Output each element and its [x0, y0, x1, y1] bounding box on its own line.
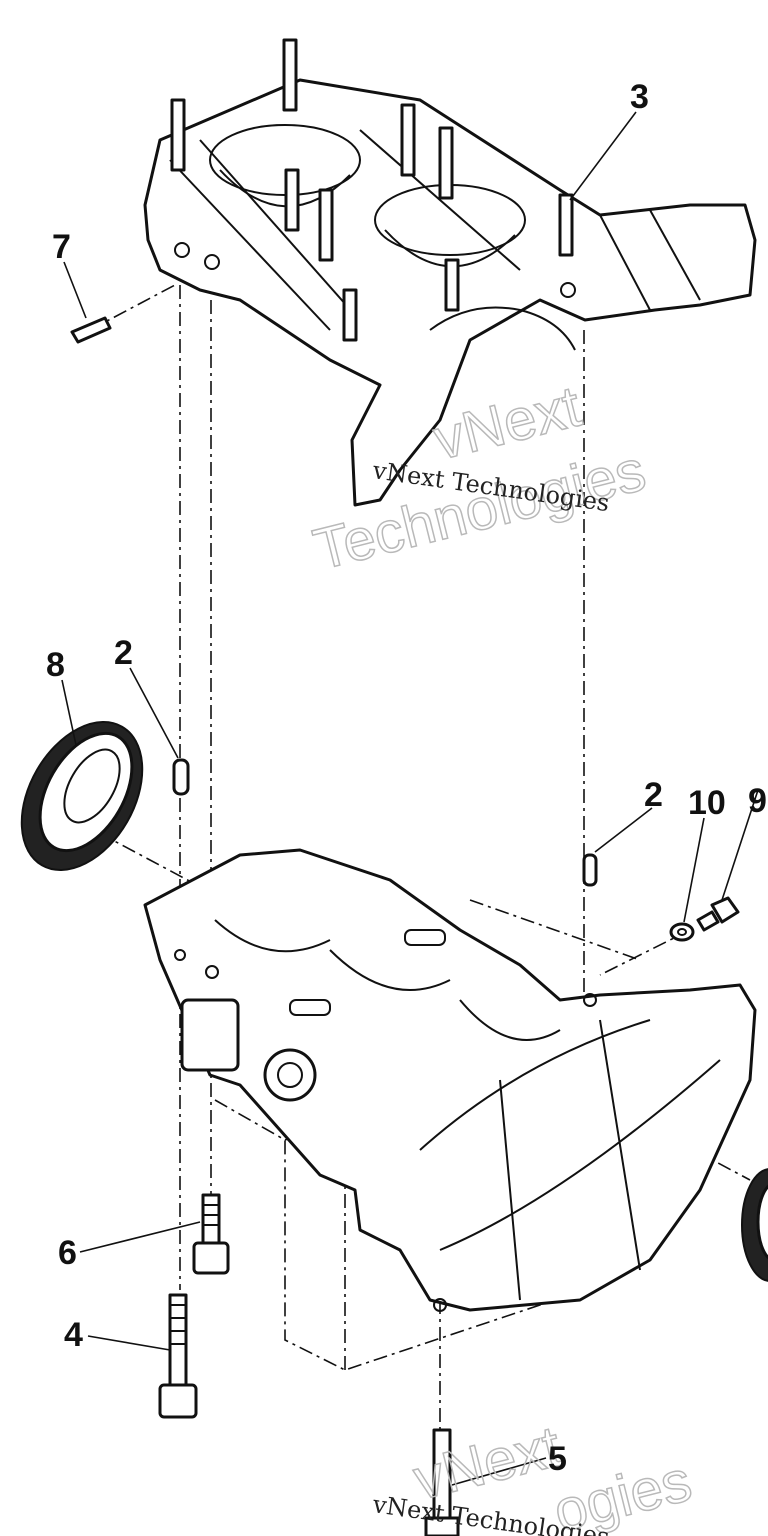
callout-7: 7 [52, 228, 71, 266]
callout-8: 8 [46, 646, 65, 684]
watermark-bottom: vNext ogies vNext Technologies [370, 1413, 698, 1536]
callout-5: 5 [548, 1440, 567, 1478]
callout-9: 9 [748, 782, 767, 820]
pin-part-7 [70, 316, 112, 344]
right-oil-seal-partial [741, 1168, 768, 1282]
callout-2-left: 2 [114, 634, 133, 672]
dowel-pin-left [172, 758, 190, 796]
oil-seal [20, 721, 144, 871]
washer [669, 922, 695, 942]
leader-lines [61, 111, 759, 1486]
bolt-part-4 [158, 1293, 198, 1419]
bolt-part-5 [424, 1428, 460, 1536]
lower-crankcase [143, 848, 757, 1312]
callout-3: 3 [630, 78, 649, 116]
callout-labels: 3 7 8 2 2 10 9 6 4 5 [46, 78, 767, 1478]
upper-crankcase [143, 38, 757, 507]
callout-6: 6 [58, 1234, 77, 1272]
bolt-part-6 [192, 1193, 230, 1275]
callout-4: 4 [64, 1316, 83, 1354]
dowel-pin-right [582, 853, 598, 887]
drain-plug [696, 896, 740, 932]
callout-10: 10 [688, 784, 726, 822]
callout-2-right: 2 [644, 776, 663, 814]
